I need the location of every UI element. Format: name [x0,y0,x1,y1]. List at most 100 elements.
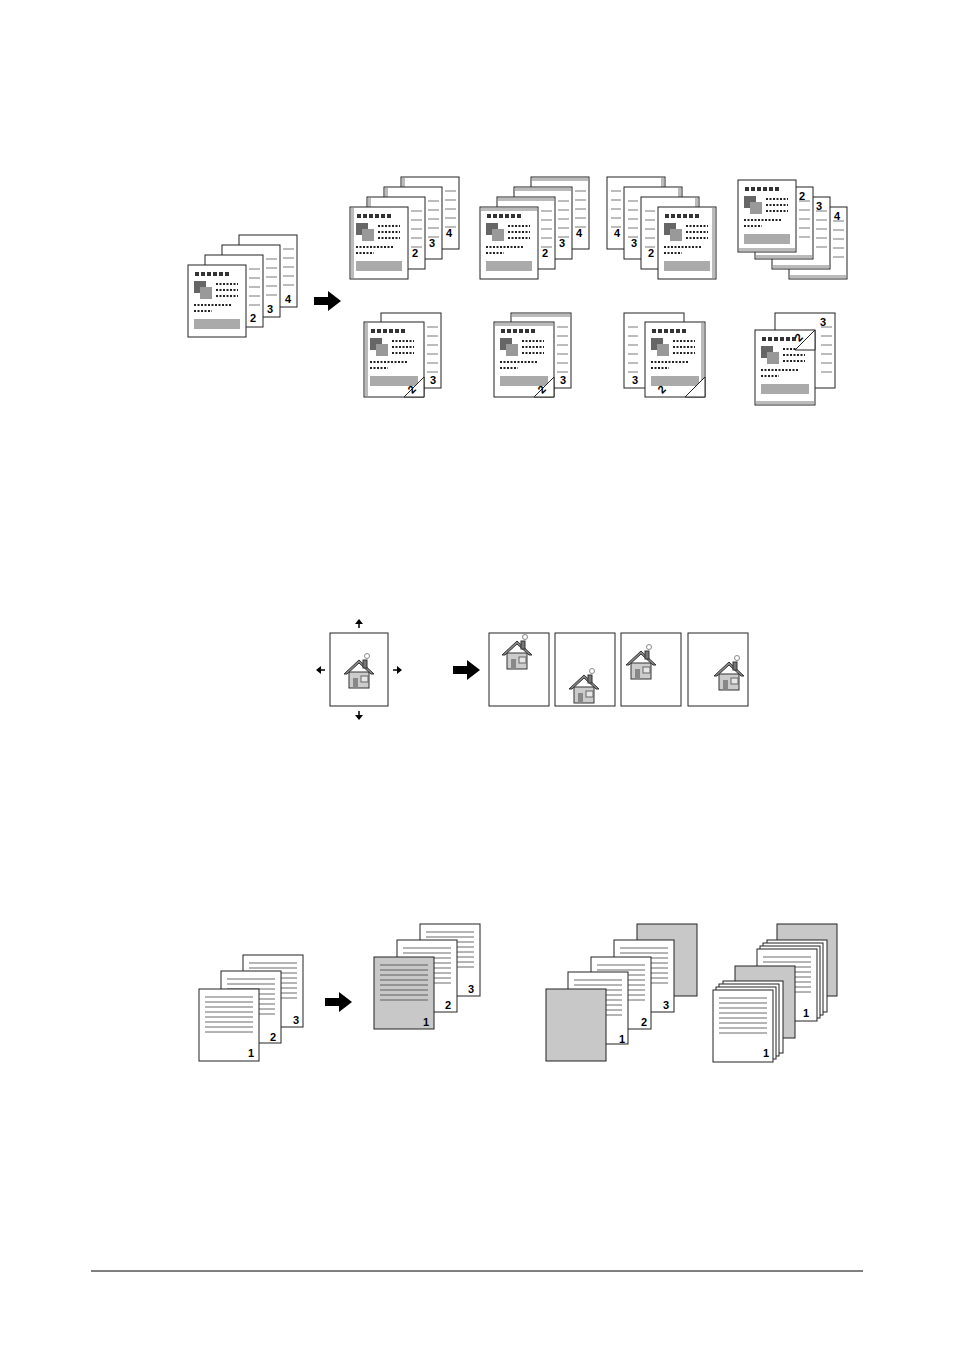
staple-edge [756,255,812,258]
staple-edge [498,198,554,201]
page-content [651,329,699,386]
text-line [628,345,638,346]
text-line [411,220,422,221]
sheet [755,330,815,405]
text-line [719,1028,767,1029]
page-number: 2 [799,191,805,202]
text-line [611,209,621,210]
page-number: 3 [559,238,565,249]
page-number: 1 [803,1008,809,1019]
text-line [249,963,297,964]
text-line [821,363,832,364]
text-line [719,1023,767,1024]
text-line [833,230,844,231]
text-line [249,287,260,288]
sheet [188,265,246,337]
page-number: 2 [270,1032,276,1043]
text-line [557,345,568,346]
text-line [411,211,422,212]
staple-edge [532,178,588,181]
text-line [628,372,638,373]
text-line [249,968,297,969]
staple-edge [739,248,795,251]
text-line [557,327,568,328]
text-line [628,219,638,220]
flow-arrow [453,660,480,680]
page-content [500,329,548,386]
page-content [486,214,532,271]
text-line [628,363,638,364]
text-line [428,219,439,220]
text-line [403,953,451,954]
text-line [799,237,810,238]
sheet [546,989,606,1061]
text-line [575,191,586,192]
sheet [480,207,538,279]
page-number: 2 [641,1017,647,1028]
text-line [575,200,586,201]
shift-arrow [397,666,402,674]
page-number: 4 [576,228,582,239]
staple-edge [712,208,715,278]
folded-corner [534,377,554,397]
page-number: 3 [293,1015,299,1026]
text-line [205,1007,253,1008]
page-number: 3 [468,984,474,995]
text-line [833,248,844,249]
staple-edge [495,323,553,326]
text-line [445,218,456,219]
page-number: 3 [663,1000,669,1011]
text-line [283,276,294,277]
text-line [799,228,810,229]
house-image [502,635,532,670]
page-number: 3 [820,317,826,328]
house-image [569,669,599,704]
text-line [558,201,569,202]
page-number: 2 [445,1000,451,1011]
text-line [645,229,655,230]
text-line [628,210,638,211]
page-number: 2 [648,248,654,259]
text-line [628,336,638,337]
text-line [266,286,277,287]
page-number: 1 [763,1048,769,1059]
page-number: 2 [542,248,548,259]
text-line [816,247,827,248]
text-line [628,327,638,328]
text-line [205,1027,253,1028]
text-line [541,229,552,230]
text-line [719,1003,767,1004]
text-line [611,191,621,192]
text-line [428,210,439,211]
text-line [427,363,438,364]
page-number: 1 [619,1034,625,1045]
page-number: 4 [446,228,452,239]
flow-arrow [325,992,352,1012]
text-line [205,1022,253,1023]
text-line [205,1017,253,1018]
sheet [738,180,796,252]
text-line [719,1033,767,1034]
page-number: 3 [267,304,273,315]
text-line [541,238,552,239]
text-line [799,219,810,220]
page-number: 4 [614,228,620,239]
text-line [266,268,277,269]
sheet [713,990,773,1062]
shift-arrow [355,715,363,720]
page-number: 3 [631,238,637,249]
text-line [227,984,275,985]
staple-edge [773,265,829,268]
staple-edge [512,314,570,317]
text-line [821,336,832,337]
house-image [714,656,744,691]
page-number: 4 [285,294,291,305]
text-line [266,295,277,296]
text-line [833,257,844,258]
flow-arrow [314,291,341,311]
text-line [283,258,294,259]
text-line [816,238,827,239]
text-line [574,980,622,981]
